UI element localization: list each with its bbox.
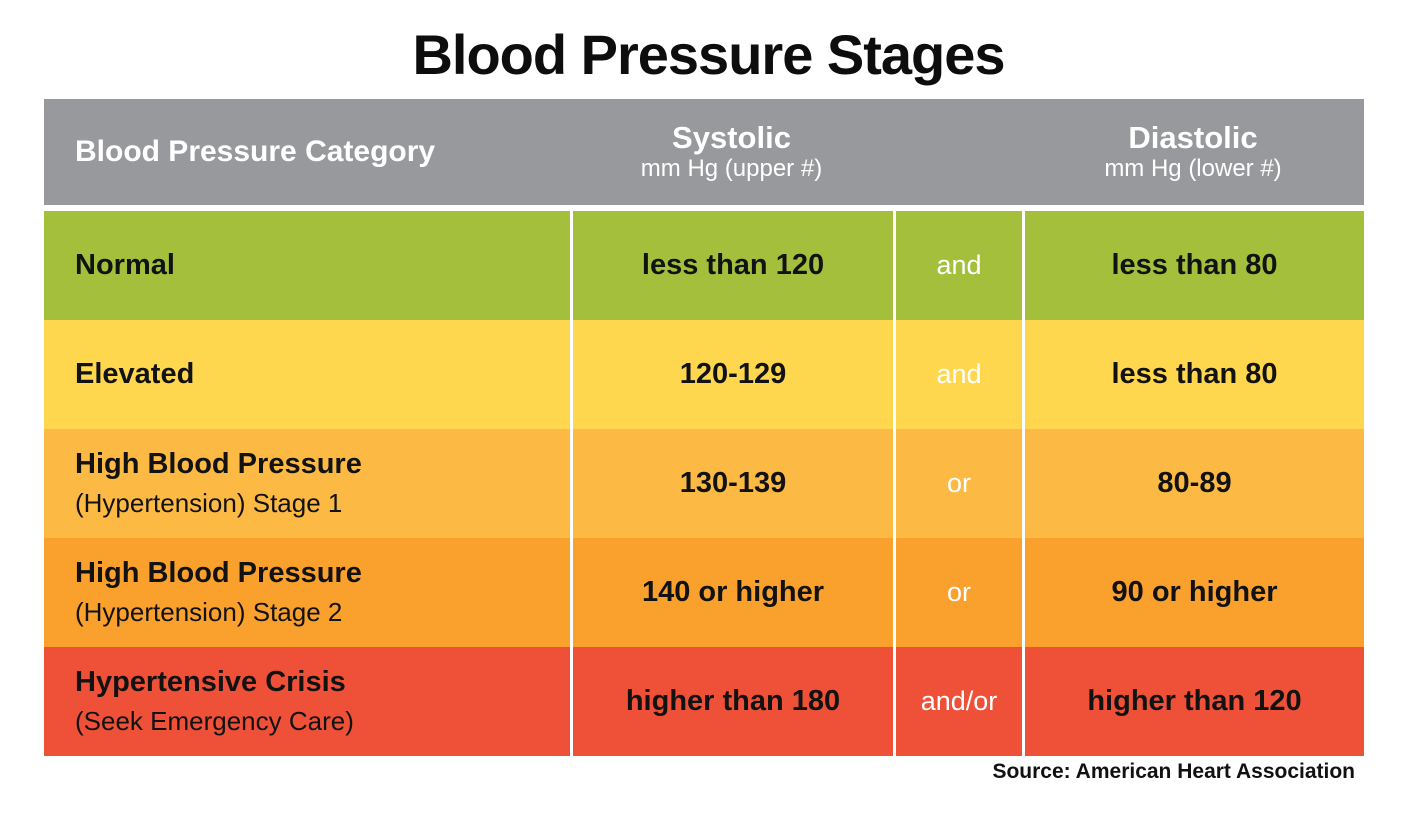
connector-cell: and	[893, 320, 1022, 429]
category-label: High Blood Pressure	[75, 557, 362, 590]
connector-value: and	[936, 359, 982, 389]
systolic-cell: higher than 180	[570, 647, 893, 756]
header-diastolic: Diastolic mm Hg (lower #)	[1022, 99, 1364, 205]
connector-cell: or	[893, 538, 1022, 647]
category-cell: Elevated	[44, 320, 570, 429]
header-systolic-sub: mm Hg (upper #)	[640, 155, 823, 183]
systolic-value: less than 120	[641, 249, 825, 281]
systolic-value: higher than 180	[625, 685, 841, 717]
category-sublabel: (Hypertension) Stage 1	[75, 487, 343, 518]
header-diastolic-label: Diastolic	[1128, 119, 1258, 155]
category-sublabel: (Hypertension) Stage 2	[75, 596, 343, 627]
systolic-cell: less than 120	[570, 211, 893, 320]
connector-cell: or	[893, 429, 1022, 538]
header-body-gap	[44, 205, 1364, 211]
category-label: High Blood Pressure	[75, 448, 362, 481]
systolic-cell: 140 or higher	[570, 538, 893, 647]
header-diastolic-sub: mm Hg (lower #)	[1104, 155, 1282, 183]
header-systolic: Systolic mm Hg (upper #)	[570, 99, 893, 205]
category-cell: Normal	[44, 211, 570, 320]
diastolic-cell: 90 or higher	[1022, 538, 1364, 647]
category-label: Hypertensive Crisis	[75, 666, 346, 699]
table-row-hypertensive-crisis: Hypertensive Crisis (Seek Emergency Care…	[44, 647, 1364, 756]
systolic-value: 140 or higher	[641, 576, 825, 608]
diastolic-value: 80-89	[1157, 467, 1232, 499]
systolic-cell: 120-129	[570, 320, 893, 429]
page-title: Blood Pressure Stages	[412, 23, 1005, 86]
connector-value: or	[946, 468, 971, 498]
table-row-normal: Normal less than 120 and less than 80	[44, 211, 1364, 320]
table-row-hypertension-stage-2: High Blood Pressure (Hypertension) Stage…	[44, 538, 1364, 647]
diastolic-cell: higher than 120	[1022, 647, 1364, 756]
diastolic-value: less than 80	[1111, 249, 1278, 281]
table-row-hypertension-stage-1: High Blood Pressure (Hypertension) Stage…	[44, 429, 1364, 538]
header-category: Blood Pressure Category	[75, 135, 436, 168]
systolic-value: 130-139	[679, 467, 787, 499]
diastolic-cell: 80-89	[1022, 429, 1364, 538]
systolic-value: 120-129	[679, 358, 787, 390]
connector-cell: and	[893, 211, 1022, 320]
category-label: Normal	[75, 249, 175, 282]
category-cell: High Blood Pressure (Hypertension) Stage…	[44, 429, 570, 538]
header-systolic-label: Systolic	[672, 119, 791, 155]
connector-value: or	[946, 577, 971, 607]
connector-cell: and/or	[893, 647, 1022, 756]
diastolic-value: 90 or higher	[1111, 576, 1278, 608]
diastolic-value: higher than 120	[1087, 685, 1302, 717]
connector-value: and/or	[920, 686, 998, 716]
category-cell: High Blood Pressure (Hypertension) Stage…	[44, 538, 570, 647]
blood-pressure-table: Blood Pressure Category Systolic mm Hg (…	[44, 99, 1364, 756]
diastolic-value: less than 80	[1111, 358, 1278, 390]
category-label: Elevated	[75, 358, 195, 391]
systolic-cell: 130-139	[570, 429, 893, 538]
diastolic-cell: less than 80	[1022, 211, 1364, 320]
table-row-elevated: Elevated 120-129 and less than 80	[44, 320, 1364, 429]
category-sublabel: (Seek Emergency Care)	[75, 705, 354, 736]
diastolic-cell: less than 80	[1022, 320, 1364, 429]
source-attribution: Source: American Heart Association	[992, 760, 1355, 783]
connector-value: and	[936, 250, 982, 280]
category-cell: Hypertensive Crisis (Seek Emergency Care…	[44, 647, 570, 756]
table-header-row: Blood Pressure Category Systolic mm Hg (…	[44, 99, 1364, 205]
header-connector-spacer	[893, 99, 1022, 205]
